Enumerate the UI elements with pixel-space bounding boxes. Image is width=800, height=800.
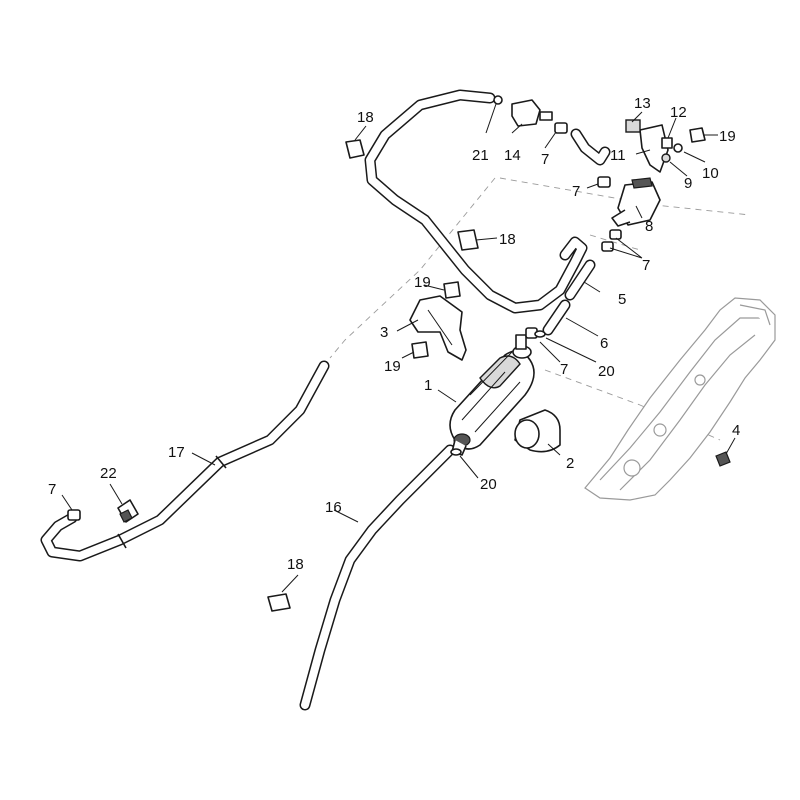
sleeve-2 [514, 409, 561, 453]
nut-9 [661, 153, 671, 163]
clamp-7-left [67, 509, 81, 521]
hose-16 [299, 444, 456, 711]
callout-13: 13 [634, 95, 651, 112]
callout-21: 21 [472, 147, 489, 164]
callout-6: 6 [600, 335, 608, 352]
callout-10: 10 [702, 165, 719, 182]
screw-12 [661, 137, 673, 149]
callout-7-left: 7 [48, 481, 56, 498]
clamp-7-mid [597, 176, 611, 188]
callout-7-pair: 7 [642, 257, 650, 274]
nut-13 [625, 119, 641, 133]
canister-1 [449, 334, 535, 456]
connector-14 [511, 99, 553, 127]
callout-8: 8 [645, 218, 653, 235]
oring-20-upper [534, 330, 546, 338]
clip-19-b [411, 341, 429, 359]
callout-5: 5 [618, 291, 626, 308]
clip-18-mid [457, 229, 479, 251]
callout-19-upper: 19 [719, 128, 736, 145]
callout-22: 22 [100, 465, 117, 482]
leader-lines [61, 103, 736, 593]
callout-3: 3 [380, 324, 388, 341]
bracket-3 [409, 295, 467, 361]
hose-upper-loop [364, 89, 588, 314]
callout-16: 16 [325, 499, 342, 516]
callout-labels: 1 2 3 4 5 6 7 7 7 7 7 8 9 10 11 12 13 14… [48, 95, 740, 573]
callout-7-top: 7 [541, 151, 549, 168]
hose-5 [564, 259, 596, 301]
clip-19-a [443, 281, 461, 299]
frame-section [584, 297, 776, 501]
washer-10 [673, 143, 683, 153]
clip-19-upper [689, 127, 706, 143]
callout-11: 11 [610, 147, 626, 164]
bolt-4 [715, 451, 731, 467]
hose-17 [40, 360, 330, 562]
bracket-11 [639, 124, 669, 173]
valve-8 [611, 177, 661, 227]
clamp-7-pair-b [601, 241, 614, 252]
oring-20-lower [450, 448, 462, 456]
callout-19-b: 19 [384, 358, 401, 375]
callout-20-lower: 20 [480, 476, 497, 493]
clamp-7-top [554, 122, 568, 134]
callout-20-upper: 20 [598, 363, 615, 380]
callout-14: 14 [504, 147, 521, 164]
callout-18-mid: 18 [499, 231, 516, 248]
callout-2: 2 [566, 455, 574, 472]
hose-6 [542, 299, 571, 336]
callout-18-low: 18 [287, 556, 304, 573]
callout-4: 4 [732, 422, 740, 439]
hose-short-upper [570, 128, 611, 166]
callout-19-a: 19 [414, 274, 431, 291]
callout-7-mid: 7 [572, 183, 580, 200]
callout-17: 17 [168, 444, 185, 461]
callout-7-lower: 7 [560, 361, 568, 378]
callout-9: 9 [684, 175, 692, 192]
clip-21 [493, 95, 503, 105]
callout-18-top: 18 [357, 109, 374, 126]
callout-12: 12 [670, 104, 687, 121]
sensor-22 [117, 499, 139, 523]
clip-18-top [345, 139, 365, 159]
clip-18-low [267, 593, 291, 612]
callout-1: 1 [424, 377, 432, 394]
clamp-7-pair-a [609, 229, 622, 240]
